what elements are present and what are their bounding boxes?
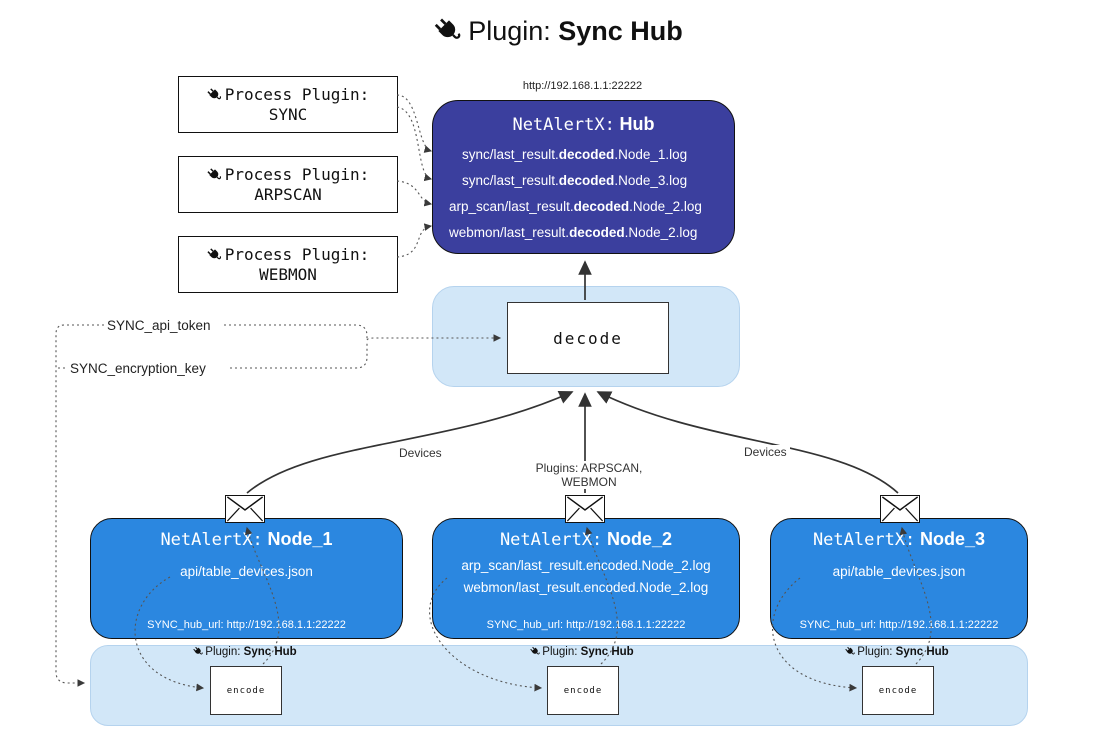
encoder-label-name: Sync Hub [580, 646, 634, 658]
process-plugin-label-row: Process Plugin: [206, 164, 370, 185]
log-bold: decoded [558, 147, 615, 162]
link-webmon-to-hub-line4 [396, 223, 433, 258]
hub-log-line: sync/last_result.decoded.Node_1.log [449, 145, 726, 165]
log-pre: sync/last_result. [462, 173, 559, 188]
plug-icon [206, 165, 223, 183]
node-title-prefix: NetAlertX: [160, 530, 263, 550]
envelope-icon [880, 495, 920, 523]
log-post: .Node_2.log [624, 225, 698, 240]
envelope-icon [225, 495, 265, 523]
log-pre: arp_scan/last_result. [449, 199, 574, 214]
hub-log-line: arp_scan/last_result.decoded.Node_2.log [449, 197, 726, 217]
edge-label-devices-left: Devices [396, 446, 445, 460]
process-plugin-arpscan: Process Plugin: ARPSCAN [178, 156, 398, 213]
link-encryption-key-right [230, 341, 368, 369]
process-plugin-name: ARPSCAN [254, 184, 322, 204]
encode-box-3: encode [862, 666, 934, 715]
process-plugin-label: Process Plugin: [224, 84, 370, 104]
hub-node: NetAlertX: Hub sync/last_result.decoded.… [432, 100, 735, 254]
node-title-name: Node_2 [607, 529, 673, 549]
encoder-label-3: Plugin: Sync Hub [837, 645, 957, 658]
edge-label-devices-right: Devices [741, 445, 790, 459]
hub-log-line: sync/last_result.decoded.Node_3.log [449, 171, 726, 191]
node-title-name: Node_3 [920, 529, 986, 549]
hub-log-line: webmon/last_result.decoded.Node_2.log [449, 223, 726, 243]
log-post: .Node_1.log [614, 147, 688, 162]
process-plugin-webmon: Process Plugin: WEBMON [178, 236, 398, 293]
log-bold: decoded [573, 199, 630, 214]
decode-box: decode [507, 302, 669, 374]
encoder-label-prefix: Plugin: [542, 646, 578, 658]
encoder-label-2: Plugin: Sync Hub [522, 645, 642, 658]
process-plugin-label-row: Process Plugin: [206, 84, 370, 105]
node-line: arp_scan/last_result.encoded.Node_2.log [461, 558, 711, 573]
hub-title: NetAlertX: Hub [433, 114, 734, 135]
node-title: NetAlertX: Node_3 [771, 529, 1027, 550]
node-2: NetAlertX: Node_2 arp_scan/last_result.e… [432, 518, 740, 639]
process-plugin-label: Process Plugin: [224, 164, 370, 184]
node-1: NetAlertX: Node_1 api/table_devices.json… [90, 518, 403, 639]
link-arpscan-to-hub-line3 [396, 180, 433, 207]
hub-log-lines: sync/last_result.decoded.Node_1.log sync… [449, 145, 726, 243]
process-plugin-name: WEBMON [259, 264, 317, 284]
link-sync-to-hub-line1 [396, 94, 433, 153]
node-title-prefix: NetAlertX: [499, 530, 603, 550]
encoder-label-name: Sync Hub [243, 646, 297, 658]
title-prefix: Plugin: [468, 16, 551, 46]
link-sync-to-hub-line2 [396, 106, 433, 182]
encoder-label-prefix: Plugin: [205, 646, 241, 658]
encode-box-1: encode [210, 666, 282, 715]
log-post: .Node_2.log [629, 199, 702, 214]
log-pre: sync/last_result. [462, 147, 559, 162]
sync-api-token-label: SYNC_api_token [105, 318, 213, 333]
edge-label-plugins: Plugins: ARPSCAN, WEBMON [505, 461, 673, 489]
link-api-token-right [224, 324, 368, 339]
hub-url: http://192.168.1.1:22222 [522, 80, 643, 92]
node-footer: SYNC_hub_url: http://192.168.1.1:22222 [799, 619, 999, 631]
node-lines: api/table_devices.json [91, 564, 402, 579]
encoder-label-1: Plugin: Sync Hub [185, 645, 305, 658]
page-title: Plugin: Sync Hub [0, 14, 1117, 47]
log-post: .Node_3.log [614, 173, 688, 188]
process-plugin-name: SYNC [268, 104, 308, 124]
process-plugin-label: Process Plugin: [224, 244, 370, 264]
node-title-name: Node_1 [267, 529, 333, 549]
hub-title-name: Hub [619, 114, 655, 134]
node-lines: arp_scan/last_result.encoded.Node_2.log … [433, 558, 739, 595]
plug-icon [206, 85, 223, 103]
node-lines: api/table_devices.json [771, 564, 1027, 579]
hub-title-prefix: NetAlertX: [512, 115, 615, 135]
encoder-label-name: Sync Hub [895, 646, 949, 658]
node-3: NetAlertX: Node_3 api/table_devices.json… [770, 518, 1028, 639]
node-footer: SYNC_hub_url: http://192.168.1.1:22222 [147, 619, 346, 631]
node-title-prefix: NetAlertX: [812, 530, 916, 550]
process-plugin-label-row: Process Plugin: [206, 244, 370, 265]
node-title: NetAlertX: Node_1 [91, 529, 402, 550]
encode-box-2: encode [547, 666, 619, 715]
envelope-icon [565, 495, 605, 523]
log-pre: webmon/last_result. [449, 225, 570, 240]
title-name: Sync Hub [558, 16, 683, 46]
node-footer: SYNC_hub_url: http://192.168.1.1:22222 [486, 619, 686, 631]
plug-icon [432, 14, 464, 46]
encoder-label-prefix: Plugin: [857, 646, 893, 658]
plug-icon [206, 245, 223, 263]
node-title: NetAlertX: Node_2 [433, 529, 739, 550]
process-plugin-sync: Process Plugin: SYNC [178, 76, 398, 133]
log-bold: decoded [558, 173, 615, 188]
node-line: api/table_devices.json [180, 564, 313, 579]
log-bold: decoded [569, 225, 625, 240]
node-line: api/table_devices.json [832, 564, 966, 579]
sync-encryption-key-label: SYNC_encryption_key [68, 361, 208, 376]
node-line: webmon/last_result.encoded.Node_2.log [463, 580, 709, 595]
